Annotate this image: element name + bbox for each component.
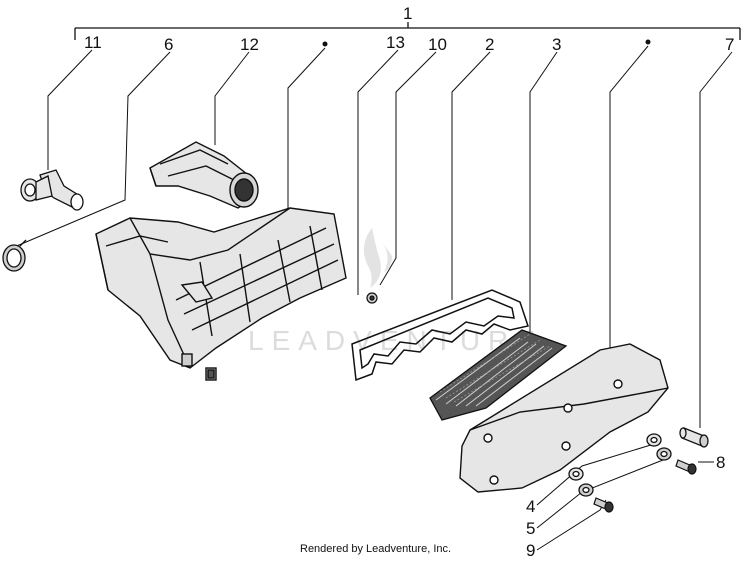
callout-5: 5: [526, 519, 535, 538]
part-9-screw: [593, 497, 614, 513]
part-5-spacer: [578, 483, 594, 497]
callout-1: 1: [403, 4, 412, 23]
part-11-elbow-pipe: [20, 169, 84, 211]
callout-8: 8: [716, 453, 725, 472]
reference-dots: [322, 39, 651, 47]
part-2-gasket: [351, 289, 529, 382]
part-12-intake-duct: [149, 141, 259, 209]
part-7-cover: [459, 343, 669, 493]
callout-2: 2: [485, 35, 494, 54]
callouts: 1 11 6 12 13 10 2 3 7 8 4 5 9: [84, 4, 734, 560]
part-10-screw: [366, 292, 378, 304]
callout-10: 10: [428, 35, 447, 54]
assembly-bracket: [74, 22, 741, 40]
part-4-washers: [568, 433, 672, 481]
callout-3: 3: [552, 35, 561, 54]
part-8-screw: [675, 459, 697, 475]
part-3-filter-element: [429, 329, 568, 421]
part-6-clamp-ring: [2, 239, 27, 272]
callout-4: 4: [526, 497, 535, 516]
part-airbox-housing: [95, 207, 347, 381]
callout-12: 12: [240, 35, 259, 54]
part-7-bolt: [679, 427, 709, 448]
footer-credit: Rendered by Leadventure, Inc.: [300, 543, 451, 555]
callout-9: 9: [526, 541, 535, 560]
callout-6: 6: [164, 35, 173, 54]
callout-7: 7: [725, 35, 734, 54]
callout-13: 13: [386, 33, 405, 52]
watermark-flame-icon: [363, 228, 392, 288]
callout-11: 11: [84, 33, 102, 52]
